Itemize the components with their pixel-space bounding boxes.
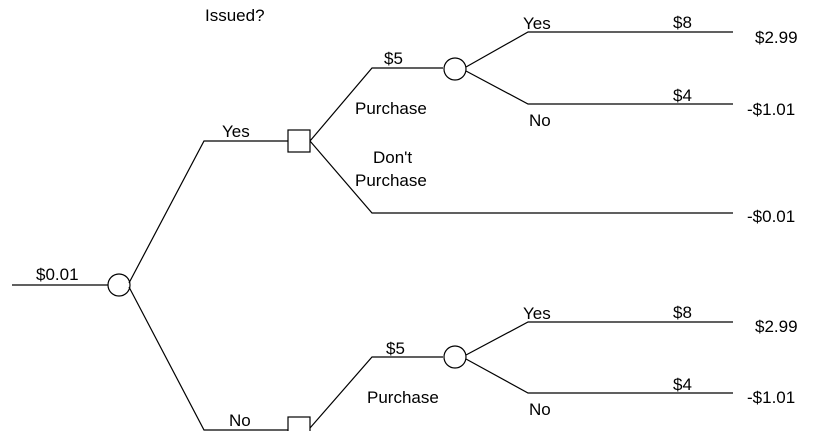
yes-purchase-label: Purchase — [355, 99, 427, 118]
yes-purchase-cost: $5 — [384, 49, 403, 68]
yes-purchase-outcome-no-branch — [465, 70, 733, 105]
dont-purchase-label-line1: Don't — [373, 148, 412, 167]
no-purchase-label: Purchase — [367, 388, 439, 407]
issued-no-branch — [128, 286, 288, 431]
no-purchase-outcome-yes-value: $8 — [673, 303, 692, 322]
no-purchase-cost: $5 — [386, 339, 405, 358]
issued-yes-decision-node — [287, 129, 311, 153]
yes-purchase-branch — [309, 67, 443, 142]
yes-purchase-outcome-yes-value: $8 — [673, 13, 692, 32]
root-chance-node — [107, 273, 131, 297]
yes-purchase-outcome-no-payoff: -$1.01 — [747, 100, 795, 119]
no-purchase-outcome-yes-label: Yes — [523, 304, 551, 323]
issued-yes-label: Yes — [222, 122, 250, 141]
yes-dont-purchase-branch — [309, 140, 733, 214]
issued-no-label: No — [229, 411, 251, 430]
yes-purchase-outcome-yes-payoff: $2.99 — [755, 28, 798, 47]
issued-no-decision-node — [287, 416, 311, 431]
no-purchase-branch — [309, 356, 443, 429]
dont-purchase-payoff: -$0.01 — [747, 207, 795, 226]
no-purchase-outcome-yes-payoff: $2.99 — [755, 317, 798, 336]
root-value-label: $0.01 — [36, 265, 79, 284]
yes-purchase-outcome-yes-branch — [465, 31, 733, 68]
yes-purchase-outcome-no-value: $4 — [673, 86, 692, 105]
no-purchase-outcome-no-value: $4 — [673, 375, 692, 394]
no-purchase-outcome-yes-branch — [465, 321, 733, 356]
no-purchase-chance-node — [443, 345, 467, 369]
dont-purchase-label-line2: Purchase — [355, 171, 427, 190]
issued-yes-branch — [128, 140, 288, 284]
yes-purchase-outcome-no-label: No — [529, 111, 551, 130]
diagram-title: Issued? — [205, 6, 265, 25]
no-purchase-outcome-no-payoff: -$1.01 — [747, 388, 795, 407]
yes-purchase-outcome-yes-label: Yes — [523, 14, 551, 33]
no-purchase-outcome-no-branch — [465, 358, 733, 394]
yes-purchase-chance-node — [443, 57, 467, 81]
no-purchase-outcome-no-label: No — [529, 400, 551, 419]
